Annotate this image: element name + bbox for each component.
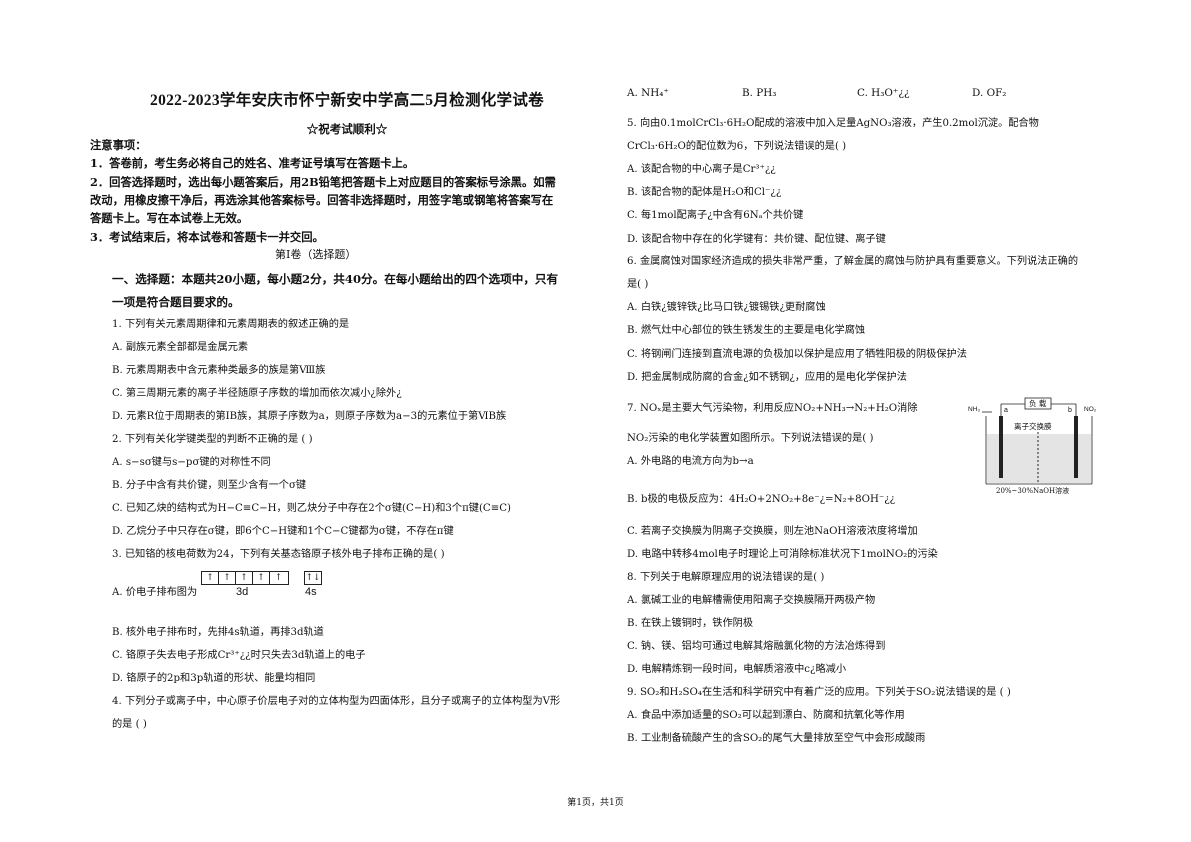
q7-stem: 7. NOₓ是主要大气污染物，利用反应NO₂+NH₃→N₂+H₂O消除 bbox=[627, 403, 918, 414]
q7-stem-cont: NO₂污染的电化学装置如图所示。下列说法错误的是( ) bbox=[627, 433, 874, 444]
orbital-cell: ↑ bbox=[253, 572, 270, 584]
q1-option-b: B. 元素周期表中含元素种类最多的族是第Ⅷ族 bbox=[112, 365, 326, 376]
q4-stem-cont: 的是 ( ) bbox=[112, 719, 147, 730]
notice-1: 1．答卷前，考生务必将自己的姓名、准考证号填写在答题卡上。 bbox=[90, 156, 415, 170]
q7-option-c: C. 若离子交换膜为阴离子交换膜，则左池NaOH溶液浓度将增加 bbox=[627, 526, 918, 537]
q8-option-d: D. 电解精炼铜一段时间，电解质溶液中c¿略减小 bbox=[627, 664, 847, 675]
nh3-label: NH₃ bbox=[968, 406, 981, 413]
q4-option-b: B. PH₃ bbox=[742, 87, 777, 99]
orbital-cell: ↑ bbox=[236, 572, 253, 584]
section-instruction-cont: 一项是符合题目要求的。 bbox=[112, 295, 240, 309]
part-heading: 第Ⅰ卷（选择题） bbox=[275, 248, 357, 261]
notice-2-cont: 改动，用橡皮擦干净后，再选涂其他答案标号。回答非选择题时，用签字笔或钢笔将答案写… bbox=[90, 193, 554, 207]
load-label: 负 载 bbox=[1029, 399, 1047, 408]
q3-option-d: D. 铬原子的2p和3p轨道的形状、能量均相同 bbox=[112, 673, 316, 684]
page-footer: 第1页，共1页 bbox=[567, 798, 624, 808]
orbital-cell: ↑↓ bbox=[305, 573, 321, 583]
q8-option-b: B. 在铁上镀铜时，铁作阴极 bbox=[627, 618, 754, 629]
orbital-cell: ↑ bbox=[219, 572, 236, 584]
q2-option-d: D. 乙烷分子中只存在σ键，即6个C−H键和1个C−C键都为σ键，不存在π键 bbox=[112, 526, 454, 537]
notice-2-cont2: 答题卡上。写在本试卷上无效。 bbox=[90, 211, 249, 225]
q6-option-c: C. 将钢闸门连接到直流电源的负极加以保护是应用了牺牲阳极的阴极保护法 bbox=[627, 349, 967, 360]
q5-option-c: C. 每1mol配离子¿中含有6Nₐ个共价键 bbox=[627, 210, 804, 221]
q5-option-d: D. 该配合物中存在的化学键有：共价键、配位键、离子键 bbox=[627, 234, 886, 245]
q7-option-a: A. 外电路的电流方向为b→a bbox=[627, 456, 754, 467]
q3-option-a: A. 价电子排布图为 bbox=[112, 587, 198, 598]
electrode-a-label: a bbox=[1004, 407, 1008, 414]
q6-option-a: A. 白铁¿镀锌铁¿比马口铁¿镀锡铁¿更耐腐蚀 bbox=[627, 302, 826, 313]
electrode-b-label: b bbox=[1068, 407, 1072, 414]
q7-option-b: B. b极的电极反应为：4H₂O+2NO₂+8e⁻¿=N₂+8OH⁻¿¿ bbox=[627, 494, 896, 505]
q5-stem-cont: CrCl₃·6H₂O的配位数为6，下列说法错误的是( ) bbox=[627, 141, 847, 152]
q1-option-c: C. 第三周期元素的离子半径随原子序数的增加而依次减小¿除外¿ bbox=[112, 388, 402, 399]
q8-option-a: A. 氯碱工业的电解槽需使用阳离子交换膜隔开两极产物 bbox=[627, 595, 876, 606]
q6-option-d: D. 把金属制成防腐的合金¿如不锈钢¿，应用的是电化学保护法 bbox=[627, 372, 907, 383]
q3-option-b: B. 核外电子排布时，先排4s轨道，再排3d轨道 bbox=[112, 627, 324, 638]
q9-option-b: B. 工业制备硫酸产生的含SO₂的尾气大量排放至空气中会形成酸雨 bbox=[627, 733, 926, 744]
wish-line: ☆祝考试顺利☆ bbox=[306, 122, 388, 136]
q8-stem: 8. 下列关于电解原理应用的说法错误的是( ) bbox=[627, 572, 825, 583]
section-instruction: 一、选择题：本题共20小题，每小题2分，共40分。在每小题给出的四个选项中，只有 bbox=[112, 272, 559, 286]
orbital-cell: ↑ bbox=[202, 572, 219, 584]
q6-stem-cont: 是( ) bbox=[627, 279, 649, 290]
q5-stem: 5. 向由0.1molCrCl₃·6H₂O配成的溶液中加入足量AgNO₃溶液，产… bbox=[627, 118, 1039, 129]
electrochemical-cell-diagram: 负 载 离子交换膜 NH₃ NO₂ a b 20%~30%NaOH溶液 bbox=[968, 396, 1103, 501]
q2-stem: 2. 下列有关化学键类型的判断不正确的是 ( ) bbox=[112, 434, 313, 445]
no2-label: NO₂ bbox=[1084, 406, 1097, 413]
q5-option-b: B. 该配合物的配体是H₂O和Cl⁻¿¿ bbox=[627, 187, 782, 198]
q2-option-a: A. s−sσ键与s−pσ键的对称性不同 bbox=[112, 457, 271, 468]
q6-stem: 6. 金属腐蚀对国家经济造成的损失非常严重，了解金属的腐蚀与防护具有重要意义。下… bbox=[627, 256, 1079, 267]
notice-heading: 注意事项： bbox=[90, 138, 147, 152]
notice-3: 3．考试结束后，将本试卷和答题卡一并交回。 bbox=[90, 230, 324, 244]
q9-option-a: A. 食品中添加适量的SO₂可以起到漂白、防腐和抗氧化等作用 bbox=[627, 710, 905, 721]
q8-option-c: C. 钠、镁、铝均可通过电解其熔融氯化物的方法冶炼得到 bbox=[627, 641, 886, 652]
orbital-cell: ↑ bbox=[274, 573, 283, 583]
q3-stem: 3. 已知铬的核电荷数为24，下列有关基态铬原子核外电子排布正确的是( ) bbox=[112, 549, 445, 560]
page-title: 2022-2023学年安庆市怀宁新安中学高二5月检测化学试卷 bbox=[150, 92, 544, 109]
q4-option-d: D. OF₂ bbox=[972, 87, 1007, 99]
q1-option-a: A. 副族元素全部都是金属元素 bbox=[112, 342, 249, 353]
q4-option-c: C. H₃O⁺¿¿ bbox=[857, 87, 910, 99]
q7-option-d: D. 电路中转移4mol电子时理论上可消除标准状况下1molNO₂的污染 bbox=[627, 549, 938, 560]
orbital-3d-box: ↑ ↑ ↑ ↑ ↑ bbox=[201, 571, 289, 585]
cell-drawing bbox=[982, 397, 1093, 485]
q2-option-c: C. 已知乙炔的结构式为H−C≡C−H，则乙炔分子中存在2个σ键(C−H)和3个… bbox=[112, 503, 512, 514]
q9-stem: 9. SO₂和H₂SO₄在生活和科学研究中有着广泛的应用。下列关于SO₂说法错误… bbox=[627, 687, 1011, 698]
q4-option-a: A. NH₄⁺ bbox=[627, 87, 669, 99]
q3-option-c: C. 铬原子失去电子形成Cr³⁺¿¿时只失去3d轨道上的电子 bbox=[112, 650, 366, 661]
membrane-label: 离子交换膜 bbox=[1014, 422, 1052, 431]
solution-label: 20%~30%NaOH溶液 bbox=[996, 487, 1070, 495]
q4-stem: 4. 下列分子或离子中，中心原子价层电子对的立体构型为四面体形，且分子或离子的立… bbox=[112, 696, 561, 707]
orbital-4s-label: 4s bbox=[305, 586, 317, 598]
notice-2: 2．回答选择题时，选出每小题答案后，用2B铅笔把答题卡上对应题目的答案标号涂黑。… bbox=[90, 175, 556, 189]
q5-option-a: A. 该配合物的中心离子是Cr³⁺¿¿ bbox=[627, 164, 776, 175]
q6-option-b: B. 燃气灶中心部位的铁生锈发生的主要是电化学腐蚀 bbox=[627, 325, 866, 336]
q1-option-d: D. 元素R位于周期表的第ⅠB族，其原子序数为a，则原子序数为a−3的元素位于第… bbox=[112, 411, 507, 422]
orbital-3d-label: 3d bbox=[236, 586, 249, 598]
q1-stem: 1. 下列有关元素周期律和元素周期表的叙述正确的是 bbox=[112, 319, 350, 330]
q2-option-b: B. 分子中含有共价键，则至少含有一个σ键 bbox=[112, 480, 307, 491]
orbital-4s-box: ↑↓ bbox=[304, 571, 322, 585]
